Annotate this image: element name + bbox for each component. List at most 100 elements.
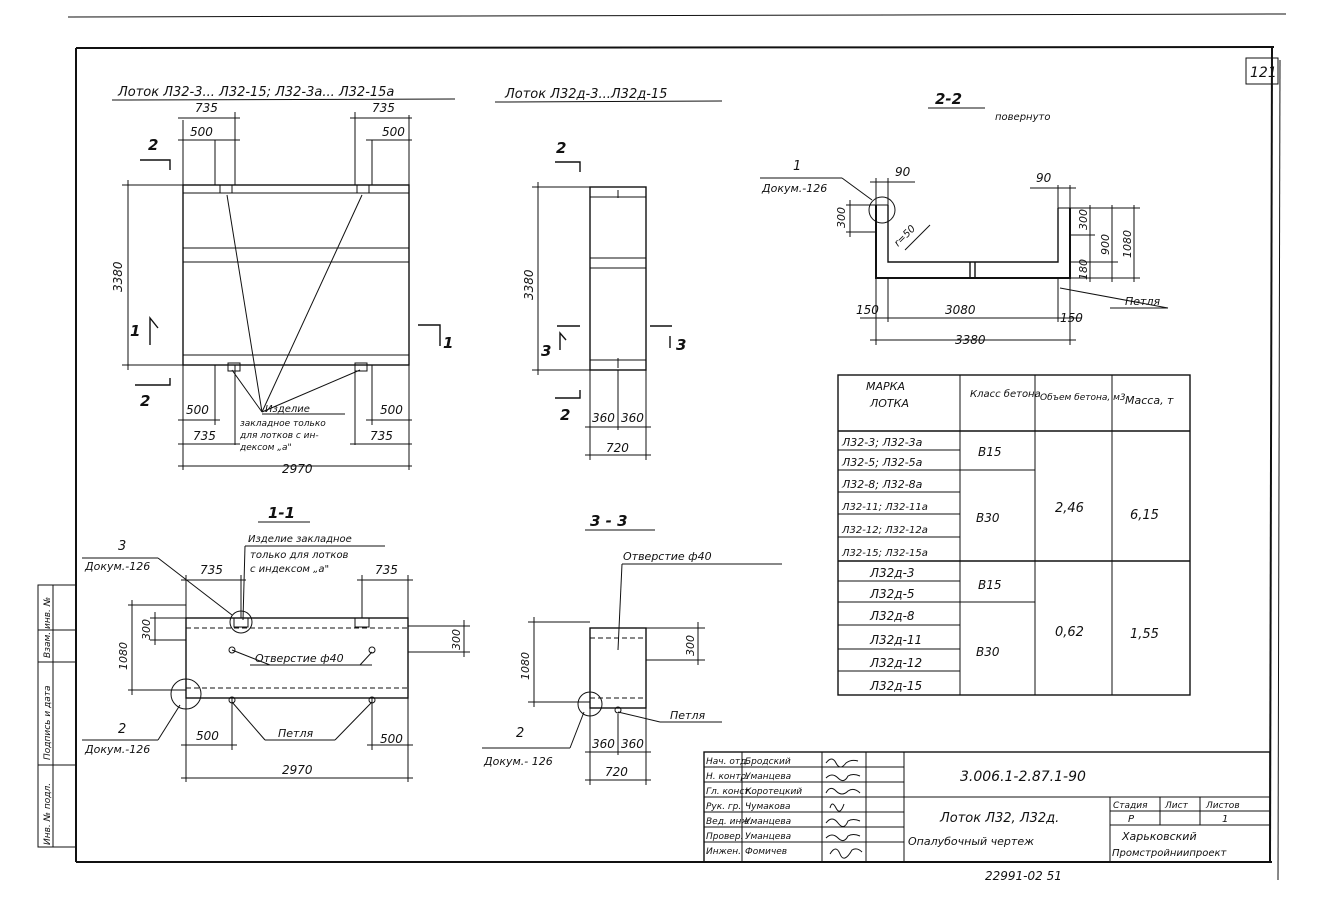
dim-3-3-360b: 360 [621, 737, 644, 751]
dim-2-2-180: 180 [1077, 259, 1090, 280]
section-3-3: 3 - 3 Отверстие ф40 Петля 1080 300 2 Док… [482, 512, 782, 785]
table-header-mass: Масса, т [1125, 394, 1174, 407]
table-mark-3: Л32-8; Л32-8а [841, 478, 923, 491]
table-mark-10: Л32д-11 [869, 633, 922, 647]
title-name-4: Чумакова [745, 802, 791, 812]
dim-2-2-3380: 3380 [955, 333, 986, 347]
dim-2-2-150-right: 150 [1060, 311, 1083, 325]
title-sheet-label: Лист [1164, 801, 1189, 811]
dim-top-right-500: 500 [382, 125, 405, 139]
title-name-5: Уманцева [745, 817, 791, 827]
title-name-6: Уманцева [745, 832, 791, 842]
dim-plan-d-height: 3380 [522, 269, 536, 300]
table-mark-2: Л32-5; Л32-5а [841, 456, 923, 469]
title-stage-label: Стадия [1113, 801, 1148, 811]
table-mark-1: Л32-3; Л32-3а [841, 436, 923, 449]
title-role-4: Рук. гр. [706, 802, 741, 812]
bottom-stamp: 22991-02 51 [985, 869, 1062, 883]
dim-1-1-500-right: 500 [380, 732, 403, 746]
table-header-volume: Объем бетона, м3 [1040, 393, 1126, 403]
table-mark-7: Л32д-3 [869, 566, 915, 580]
table-mark-12: Л32д-15 [869, 679, 922, 693]
section-1-1: 1-1 Изделие закладное только для лотков … [82, 504, 470, 782]
dim-bottom-left-735: 735 [193, 429, 216, 443]
title-role-7: Инжен. [706, 847, 741, 857]
title-role-3: Гл. конст. [706, 787, 752, 797]
dim-2-2-300-left: 300 [835, 207, 848, 228]
section-1-1-callout2-num: 2 [118, 722, 126, 737]
plan-note-line1: Изделие [265, 404, 310, 415]
dim-1-1-300-left: 300 [140, 619, 153, 640]
side-stamp-sign: Подпись и дата [43, 685, 53, 760]
section-1-1-loop: Петля [278, 727, 313, 740]
title-role-1: Нач. отд. [706, 757, 749, 767]
dim-2-2-300-right: 300 [1077, 209, 1090, 230]
section-1-1-hole: Отверстие ф40 [255, 652, 344, 665]
plan-d-section-3-right: 3 [676, 336, 686, 354]
title-doc-code: 3.006.1-2.87.1-90 [960, 769, 1086, 785]
spec-table: МАРКА ЛОТКА Класс бетона Объем бетона, м… [837, 374, 1191, 696]
title-name-1: Бродский [745, 757, 791, 767]
table-header-mark-2: ЛОТКА [869, 397, 909, 410]
table-mark-4: Л32-11; Л32-11а [841, 502, 928, 513]
table-header-mark-1: МАРКА [866, 380, 905, 393]
plan-view-d-title: Лоток Л32д-3...Л32д-15 [504, 87, 667, 102]
dim-1-1-300-right: 300 [450, 629, 463, 650]
section-1-1-callout3-doc: Докум.-126 [84, 560, 150, 573]
title-stage-value: Р [1128, 814, 1135, 825]
dim-bottom-right-500: 500 [380, 403, 403, 417]
table-mark-8: Л32д-5 [869, 587, 915, 601]
table-mark-11: Л32д-12 [869, 656, 922, 670]
title-role-5: Вед. инж. [706, 817, 752, 827]
plan-d-section-3-left: 3 [541, 342, 551, 360]
plan-note-line3: для лотков с ин- [239, 431, 319, 441]
plan-section-2-top: 2 [148, 136, 158, 154]
title-org-2: Промстройниипроект [1112, 848, 1228, 859]
title-item-subtitle: Опалубочный чертеж [908, 835, 1034, 848]
side-stamp-inv: Инв. № подл. [43, 783, 53, 845]
sheet-frame [75, 46, 1281, 881]
dim-bottom-left-500: 500 [186, 403, 209, 417]
title-role-2: Н. контр. [706, 772, 749, 782]
side-stamp: Инв. № подл. Подпись и дата Взам. инв. № [37, 584, 77, 848]
dim-top-right-735: 735 [372, 101, 395, 115]
table-mark-6: Л32-15; Л32-15а [841, 548, 928, 559]
title-block: 3.006.1-2.87.1-90 Нач. отд. Н. контр. Гл… [703, 751, 1271, 863]
plan-d-section-2-bottom: 2 [560, 406, 570, 424]
title-name-3: Коротецкий [745, 787, 802, 797]
section-2-2-callout-num: 1 [793, 159, 801, 174]
table-class-2: B30 [976, 511, 1000, 525]
plan-view: Лоток Л32-3... Л32-15; Л32-3а... Л32-15а… [111, 85, 456, 476]
dim-2-2-150-left: 150 [856, 303, 879, 317]
section-1-1-note-3: с индексом „а" [250, 564, 329, 575]
title-sheets-value: 1 [1222, 814, 1228, 825]
plan-section-2-bottom: 2 [140, 392, 150, 410]
dim-2-2-1080: 1080 [1121, 230, 1134, 258]
plan-view-title: Лоток Л32-3... Л32-15; Л32-3а... Л32-15а [117, 85, 394, 100]
page-number: 121 [1250, 65, 1277, 81]
title-item: Лоток Л32, Л32д. [939, 811, 1059, 826]
section-3-3-callout-num: 2 [516, 726, 524, 741]
plan-note-line2: закладное только [240, 419, 326, 429]
section-1-1-callout3-num: 3 [118, 539, 126, 554]
dim-2-2-r50: r=50 [892, 224, 918, 250]
table-mark-9: Л32д-8 [869, 609, 915, 623]
dim-1-1-2970: 2970 [282, 763, 313, 777]
dim-2-2-900: 900 [1099, 234, 1112, 255]
section-1-1-callout2-doc: Докум.-126 [84, 743, 150, 756]
dim-2-2-3080: 3080 [945, 303, 976, 317]
plan-section-1-left: 1 [130, 322, 140, 340]
table-mass-2: 1,55 [1130, 627, 1159, 642]
tray-outline [182, 184, 410, 366]
dim-1-1-735-left: 735 [200, 563, 223, 577]
section-1-1-note-2: только для лотков [250, 550, 349, 561]
title-org-1: Харьковский [1121, 830, 1197, 843]
dim-plan-d-360b: 360 [621, 411, 644, 425]
dim-plan-d-360a: 360 [592, 411, 615, 425]
dim-plan-width: 2970 [282, 462, 313, 476]
table-mark-5: Л32-12; Л32-12а [841, 525, 928, 536]
dim-top-left-735: 735 [195, 101, 218, 115]
dim-1-1-1080: 1080 [117, 642, 130, 670]
dim-3-3-360a: 360 [592, 737, 615, 751]
section-2-2-callout-doc: Докум.-126 [761, 182, 827, 195]
